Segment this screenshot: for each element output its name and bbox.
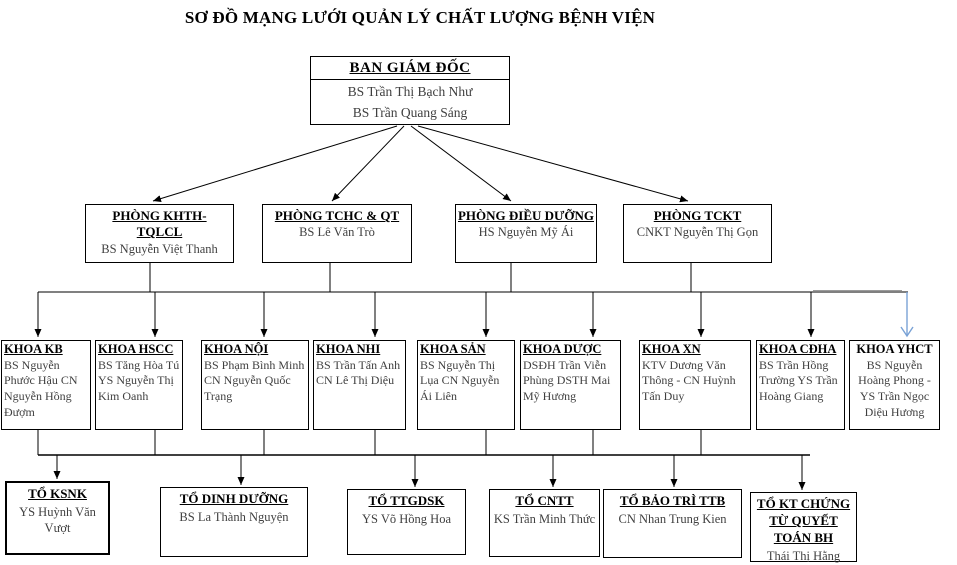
faculty-member: - YS Trần Ngọc Diệu Hương xyxy=(859,373,931,420)
faculty-member: YS Trần Hoàng Giang xyxy=(759,373,838,404)
org-box-phong-khth-tqlcl: PHÒNG KHTH- TQLCL BS Nguyễn Việt Thanh xyxy=(85,204,234,263)
faculty-member: DSĐH Trần Viễn Phùng xyxy=(523,357,607,388)
team-name: TỔ BẢO TRÌ TTB xyxy=(619,493,726,508)
faculty-name: KHOA KB xyxy=(4,342,63,356)
team-member: KS Trần Minh Thức xyxy=(493,511,596,526)
faculty-member: CN Nguyễn Ái Liên xyxy=(420,373,500,404)
org-box-to-kt-chung-tu-quyet-toan-bh: TỔ KT CHỨNG TỪ QUYẾT TOÁN BH Thái Thị Hằ… xyxy=(750,492,857,563)
team-member: CN Nhan Trung Kien xyxy=(618,511,727,526)
org-box-khoa-yhct: KHOA YHCT BS Nguyễn Hoàng Phong - YS Trầ… xyxy=(849,340,940,430)
faculty-member: - CN Huỳnh Tấn Duy xyxy=(642,373,736,404)
org-box-khoa-cdha: KHOA CĐHA BS Trần Hồng Trường YS Trần Ho… xyxy=(756,340,845,430)
faculty-name: KHOA HSCC xyxy=(98,342,174,356)
blue-arrow xyxy=(900,292,914,338)
board-member: BS Trần Quang Sáng xyxy=(352,104,468,120)
faculty-name: KHOA NHI xyxy=(316,342,381,356)
faculty-name: KHOA DƯỢC xyxy=(523,342,602,356)
board-member: BS Trần Thị Bạch Như xyxy=(347,83,473,99)
faculty-member: BS Trần Tấn Anh xyxy=(316,357,401,372)
faculty-name: KHOA CĐHA xyxy=(759,342,837,356)
faculty-member: YS Nguyễn Thị Kim Oanh xyxy=(98,373,174,404)
dept-name: PHÒNG KHTH- xyxy=(112,208,207,223)
dept-name-line2: TQLCL xyxy=(136,224,183,240)
org-box-phong-tckt: PHÒNG TCKT CNKT Nguyễn Thị Gọn xyxy=(623,204,772,263)
team-member: YS Võ Hồng Hoa xyxy=(361,511,451,526)
faculty-member: DSTH Mai Mỹ Hương xyxy=(523,373,611,404)
dept-name: PHÒNG TCKT xyxy=(653,208,742,223)
team-name: TỔ DINH DƯỠNG xyxy=(179,491,289,506)
faculty-member: BS Tăng Hòa Tú xyxy=(98,357,180,372)
faculty-name: KHOA YHCT xyxy=(856,342,933,356)
org-box-phong-tchc-qt: PHÒNG TCHC & QT BS Lê Văn Trò xyxy=(262,204,412,263)
dept-name: PHÒNG TCHC & QT xyxy=(274,208,400,223)
org-box-to-bao-tri-ttb: TỔ BẢO TRÌ TTB CN Nhan Trung Kien xyxy=(603,489,742,558)
org-box-to-cntt: TỔ CNTT KS Trần Minh Thức xyxy=(489,489,600,557)
faculty-member: BS Nguyễn Hoàng Phong xyxy=(858,357,924,388)
team-name: TỔ KT CHỨNG TỪ QUYẾT TOÁN BH xyxy=(756,496,851,545)
org-box-khoa-hscc: KHOA HSCC BS Tăng Hòa Tú YS Nguyễn Thị K… xyxy=(95,340,183,430)
org-box-ban-giam-doc: BAN GIÁM ĐỐC BS Trần Thị Bạch Như BS Trầ… xyxy=(310,56,510,125)
org-box-khoa-duoc: KHOA DƯỢC DSĐH Trần Viễn Phùng DSTH Mai … xyxy=(520,340,621,430)
team-member: YS Huỳnh Văn Vượt xyxy=(19,504,96,536)
org-box-to-ksnk: TỔ KSNK YS Huỳnh Văn Vượt xyxy=(5,481,110,555)
faculty-name: KHOA SẢN xyxy=(420,342,486,356)
dept-name: PHÒNG ĐIỀU DƯỠNG xyxy=(457,208,595,223)
dept-member: BS Nguyễn Việt Thanh xyxy=(101,241,218,256)
org-box-khoa-kb: KHOA KB BS Nguyễn Phước Hậu CN Nguyễn Hồ… xyxy=(1,340,91,430)
faculty-member: BS Phạm Bình Minh xyxy=(204,357,305,372)
org-box-to-dinh-duong: TỔ DINH DƯỠNG BS La Thành Nguyện xyxy=(160,487,308,557)
team-name: TỔ KSNK xyxy=(28,486,87,501)
faculty-member: KTV Dương Văn Thông xyxy=(642,357,726,388)
org-box-khoa-xn: KHOA XN KTV Dương Văn Thông - CN Huỳnh T… xyxy=(639,340,751,430)
faculty-name: KHOA XN xyxy=(642,342,701,356)
faculty-member: BS Nguyễn Thị Lụa xyxy=(420,357,496,388)
faculty-member: BS Nguyễn Phước Hậu xyxy=(4,357,60,388)
page-title: SƠ ĐỒ MẠNG LƯỚI QUẢN LÝ CHẤT LƯỢNG BỆNH … xyxy=(184,8,656,27)
org-box-to-ttgdsk: TỔ TTGDSK YS Võ Hồng Hoa xyxy=(347,489,466,555)
org-box-khoa-noi: KHOA NỘI BS Phạm Bình Minh CN Nguyễn Quố… xyxy=(201,340,309,430)
team-member: BS La Thành Nguyện xyxy=(179,509,289,524)
dept-member: BS Lê Văn Trò xyxy=(299,225,375,240)
faculty-name: KHOA NỘI xyxy=(204,342,269,356)
dept-member: HS Nguyễn Mỹ Ái xyxy=(478,225,574,240)
faculty-member: CN Nguyễn Quốc Trạng xyxy=(204,373,291,404)
team-name: TỔ CNTT xyxy=(515,493,574,508)
faculty-member: CN Nguyễn Hồng Đượm xyxy=(4,373,78,420)
team-name: TỔ TTGDSK xyxy=(368,493,445,508)
org-box-khoa-san: KHOA SẢN BS Nguyễn Thị Lụa CN Nguyễn Ái … xyxy=(417,340,515,430)
faculty-member: BS Trần Hồng Trường xyxy=(759,357,829,388)
org-box-khoa-nhi: KHOA NHI BS Trần Tấn Anh CN Lê Thị Diệu xyxy=(313,340,406,430)
faculty-member: CN Lê Thị Diệu xyxy=(316,373,395,388)
org-box-phong-dieu-duong: PHÒNG ĐIỀU DƯỠNG HS Nguyễn Mỹ Ái xyxy=(455,204,597,263)
team-member: Thái Thị Hằng xyxy=(766,548,841,563)
board-name: BAN GIÁM ĐỐC xyxy=(349,60,471,76)
dept-member: CNKT Nguyễn Thị Gọn xyxy=(636,225,759,240)
